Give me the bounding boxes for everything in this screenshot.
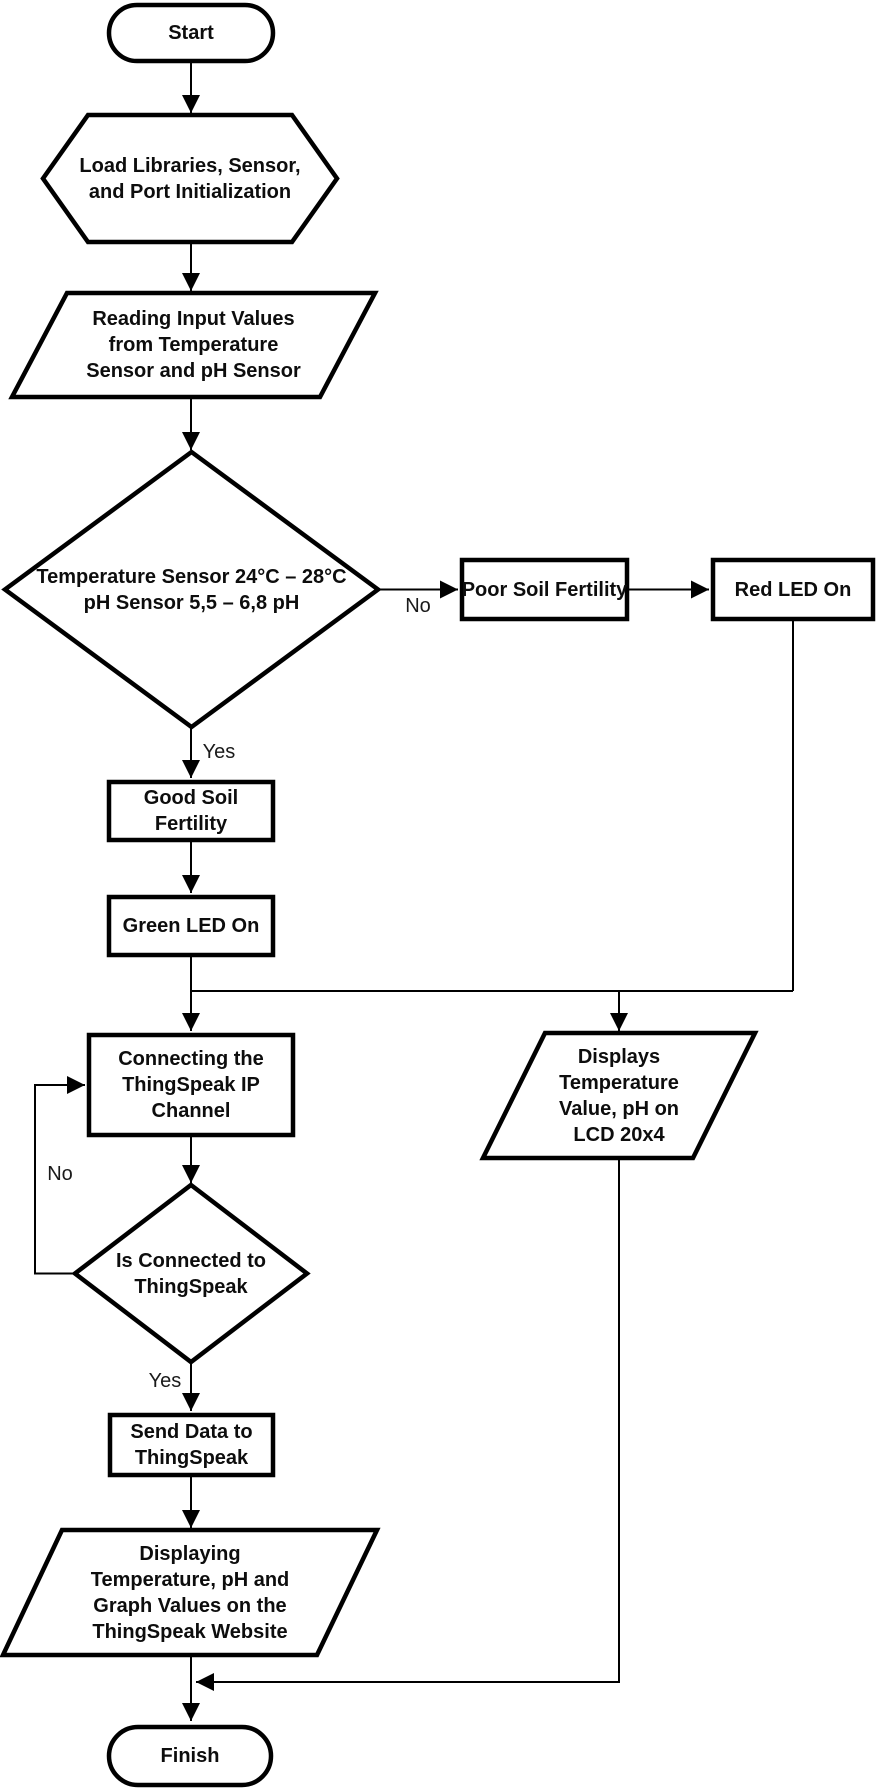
decision1-no-label: No (405, 595, 431, 617)
good-node-label: Good Soil Fertility (143, 787, 239, 835)
green-led-node-label: Green LED On (122, 915, 260, 937)
decision2-node-label: Is Connected to ThingSpeak (115, 1249, 266, 1298)
start-node-shape (106, 2, 276, 64)
poor-node-shape (459, 557, 630, 622)
send-node-shape (107, 1412, 276, 1478)
start-node-label: Start (168, 22, 214, 44)
read-input-node-label: Reading Input Values from Temperature Se… (86, 308, 301, 382)
red-led-node-shape (710, 557, 876, 622)
edge-decision2-no-loop (34, 1076, 85, 1275)
decision2-no-label: No (47, 1163, 73, 1185)
decision1-yes-label: Yes (202, 741, 236, 763)
display-lcd-node-shape (479, 1030, 759, 1161)
init-node-shape (40, 112, 340, 245)
decision1-node-shape (1, 449, 382, 730)
edge-lcd-merge (196, 1158, 620, 1691)
decision1-node-label: Temperature Sensor 24°C – 28°C pH Sensor… (36, 565, 347, 614)
display-lcd-node-label: Displays Temperature Value, pH on LCD 20… (558, 1045, 680, 1146)
red-led-node-label: Red LED On (734, 578, 852, 601)
finish-node-label: Finish (160, 1745, 220, 1767)
display-web-node-shape (0, 1527, 381, 1658)
connect-node-shape (86, 1032, 296, 1138)
decision2-node-shape (71, 1182, 311, 1365)
init-node-label: Load Libraries, Sensor, and Port Initial… (79, 154, 301, 203)
poor-node-label: Poor Soil Fertility (461, 578, 628, 601)
connect-node-label: Connecting the ThingSpeak IP Channel (118, 1048, 264, 1122)
finish-node-shape (106, 1724, 274, 1788)
display-web-node-label: Displaying Temperature, pH and Graph Val… (90, 1542, 290, 1643)
send-node-label: Send Data to ThingSpeak (130, 1421, 253, 1469)
decision2-yes-label: Yes (148, 1370, 182, 1392)
green-led-node-shape (106, 894, 276, 958)
read-input-node-shape (8, 290, 379, 400)
good-node-shape (106, 779, 276, 843)
